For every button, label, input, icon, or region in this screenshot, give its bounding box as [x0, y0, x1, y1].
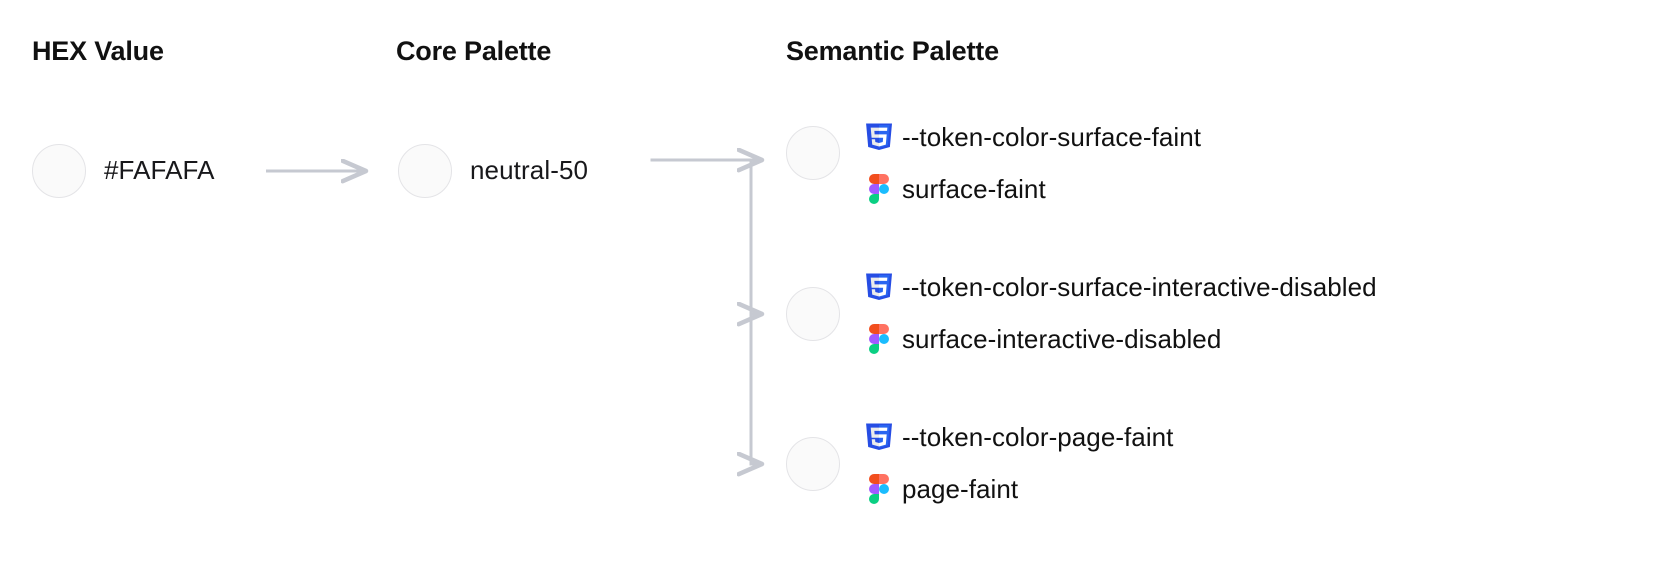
column-heading-core-palette: Core Palette: [396, 36, 552, 66]
css-token-label: --token-color-surface-faint: [902, 122, 1202, 152]
color-swatch-semantic-surface-interactive-disabled: [786, 287, 840, 341]
token-row-figma: page-faint: [866, 470, 1173, 508]
color-swatch-hex: [32, 144, 86, 198]
color-swatch-semantic-surface-faint: [786, 126, 840, 180]
token-row-figma: surface-interactive-disabled: [866, 320, 1377, 358]
css-token-label: --token-color-page-faint: [902, 422, 1174, 452]
css3-icon: [866, 273, 892, 301]
core-palette-label: neutral-50: [470, 155, 589, 185]
css3-icon: [866, 423, 892, 451]
figma-token-label: page-faint: [902, 474, 1019, 504]
color-swatch-core: [398, 144, 452, 198]
figma-icon: [869, 174, 889, 204]
column-heading-hex-value: HEX Value: [32, 36, 164, 66]
figma-token-label: surface-interactive-disabled: [902, 324, 1222, 354]
column-heading-semantic-palette: Semantic Palette: [786, 36, 999, 66]
token-row-css: --token-color-surface-interactive-disabl…: [866, 268, 1377, 306]
css3-icon: [866, 123, 892, 151]
figma-icon: [869, 474, 889, 504]
token-group: --token-color-page-faint page-faint: [866, 418, 1173, 508]
token-group: --token-color-surface-interactive-disabl…: [866, 268, 1377, 358]
color-swatch-semantic-page-faint: [786, 437, 840, 491]
hex-value-label: #FAFAFA: [104, 155, 215, 185]
token-row-css: --token-color-page-faint: [866, 418, 1173, 456]
figma-token-label: surface-faint: [902, 174, 1046, 204]
token-row-css: --token-color-surface-faint: [866, 118, 1201, 156]
arrow-core-to-semantic-branching: [650, 160, 762, 464]
token-group: --token-color-surface-faint surface-fain…: [866, 118, 1201, 208]
token-row-figma: surface-faint: [866, 170, 1201, 208]
css-token-label: --token-color-surface-interactive-disabl…: [902, 272, 1377, 302]
figma-icon: [869, 324, 889, 354]
